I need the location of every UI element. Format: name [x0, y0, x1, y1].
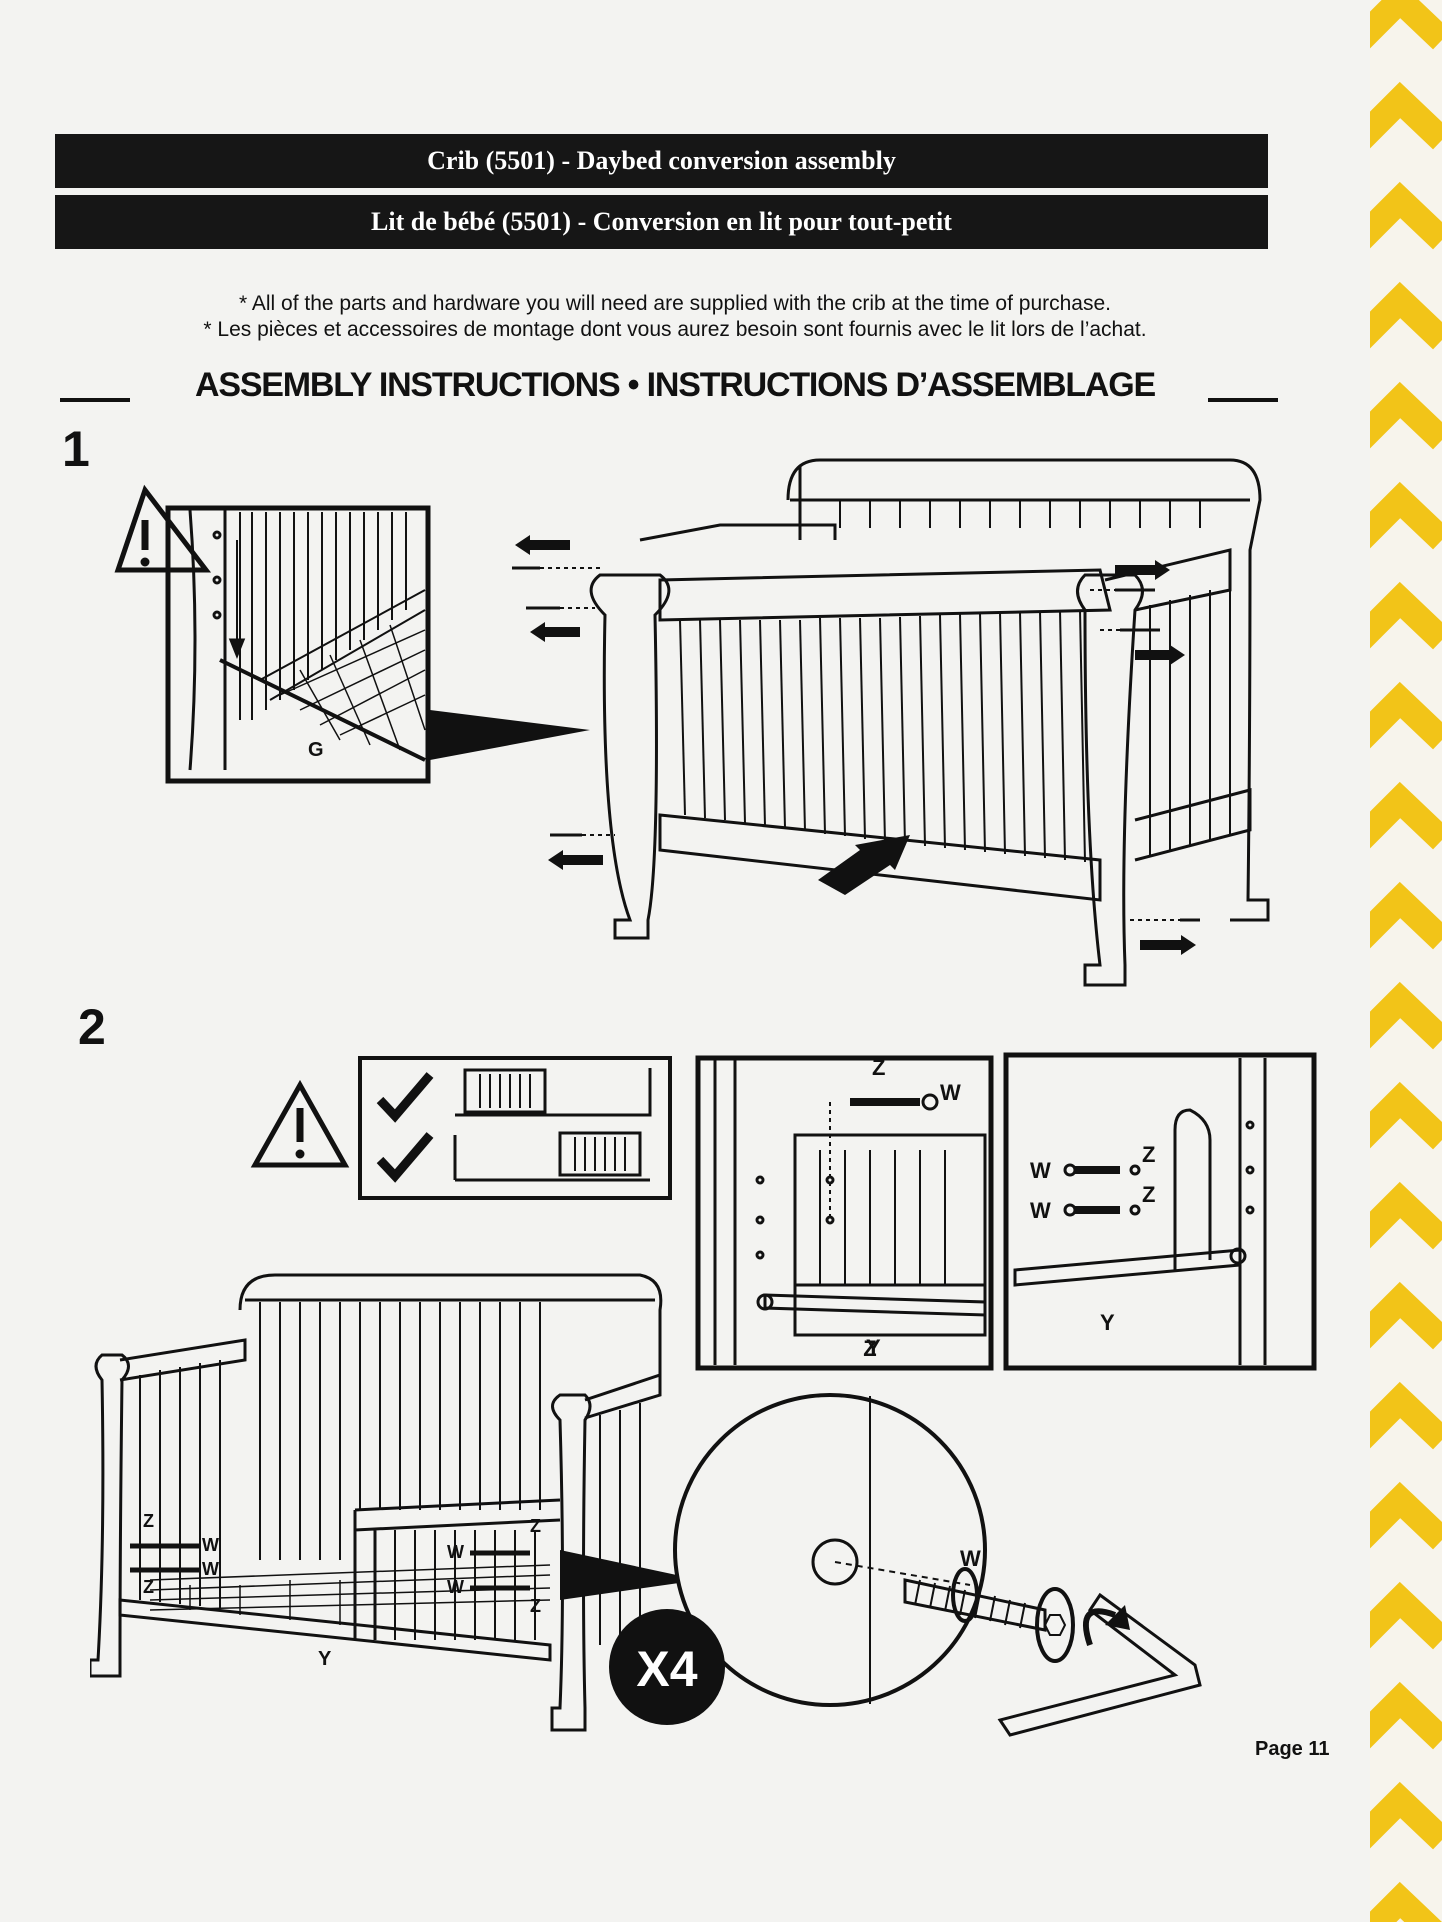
checkmark-icon: [376, 1072, 434, 1123]
rotate-arrow-icon: [1083, 1608, 1117, 1646]
label-part-y-front: Y: [866, 1335, 881, 1360]
label-bolt-daybed-right-2: W: [447, 1577, 464, 1597]
daybed-drawing: [90, 1273, 663, 1732]
section-heading-text: ASSEMBLY INSTRUCTIONS • INSTRUCTIONS D’A…: [195, 366, 1156, 404]
label-part-y-side: Y: [1100, 1310, 1115, 1335]
label-bolt-side-2: W: [1030, 1198, 1051, 1223]
label-washer-front: Z: [872, 1055, 885, 1080]
label-spring: G: [308, 739, 324, 761]
label-part-y-daybed: Y: [318, 1648, 332, 1670]
parts-note-english: * All of the parts and hardware you will…: [239, 292, 1111, 315]
label-washer-daybed-left-1: Z: [143, 1511, 154, 1531]
label-washer-side-2: Z: [1142, 1182, 1155, 1207]
callout-pointer: [560, 1550, 700, 1600]
zoom-circle-bolt: [673, 1393, 1075, 1707]
removal-arrows: [515, 535, 1196, 955]
arrow-icon: [818, 835, 910, 895]
label-washer-daybed-right-2: Z: [530, 1596, 541, 1616]
label-bolt-daybed-left-2: W: [202, 1559, 219, 1579]
label-bolt-daybed-right-1: W: [447, 1542, 464, 1562]
step-1-illustration: G: [114, 458, 1270, 987]
section-heading: ASSEMBLY INSTRUCTIONS • INSTRUCTIONS D’A…: [60, 366, 1280, 412]
arrow-icon: [515, 535, 570, 555]
detail-box-spring: [165, 505, 431, 784]
label-bolt-daybed-left-1: W: [202, 1535, 219, 1555]
warning-icon: [250, 1079, 350, 1168]
quantity-badge: [609, 1609, 725, 1725]
step-2-illustration: X4 Z W Z W Y Z Z W W Y Y W W W W Z Z Z Z: [90, 1052, 1317, 1737]
checkmark-icon: [376, 1132, 434, 1183]
label-washer-daybed-left-2: Z: [143, 1577, 154, 1597]
quantity-label: X4: [636, 1641, 697, 1697]
arrow-icon: [530, 622, 580, 642]
callout-pointer: [430, 710, 590, 760]
title-banner-french: Lit de bébé (5501) - Conversion en lit p…: [55, 195, 1268, 249]
label-bolt-circle: W: [960, 1546, 981, 1571]
detail-box-rail-side: [1003, 1052, 1317, 1371]
arrow-icon: [1140, 935, 1196, 955]
warning-icon: [114, 484, 212, 573]
arrow-icon: [1115, 560, 1170, 580]
rail-position-box: [358, 1056, 672, 1200]
label-washer-side-1: Z: [1142, 1142, 1155, 1167]
step-1-number: 1: [62, 421, 90, 477]
arrow-icon: [548, 850, 603, 870]
label-washer-daybed-right-1: Z: [530, 1516, 541, 1536]
heading-rule-right: [1208, 398, 1278, 402]
step-2-number: 2: [78, 999, 106, 1055]
allen-key-icon: [997, 1592, 1202, 1737]
label-washer-circle: Z: [863, 1336, 876, 1361]
parts-note-french: * Les pièces et accessoires de montage d…: [203, 318, 1147, 341]
crib-drawing: [589, 458, 1270, 987]
heading-rule-left: [60, 398, 130, 402]
page-number: Page 11: [1255, 1738, 1330, 1760]
title-banner-english: Crib (5501) - Daybed conversion assembly: [55, 134, 1268, 188]
detail-box-rail-front: [695, 1055, 994, 1371]
arrow-icon: [1135, 645, 1185, 665]
label-bolt-side-1: W: [1030, 1158, 1051, 1183]
label-bolt-front: W: [940, 1080, 961, 1105]
